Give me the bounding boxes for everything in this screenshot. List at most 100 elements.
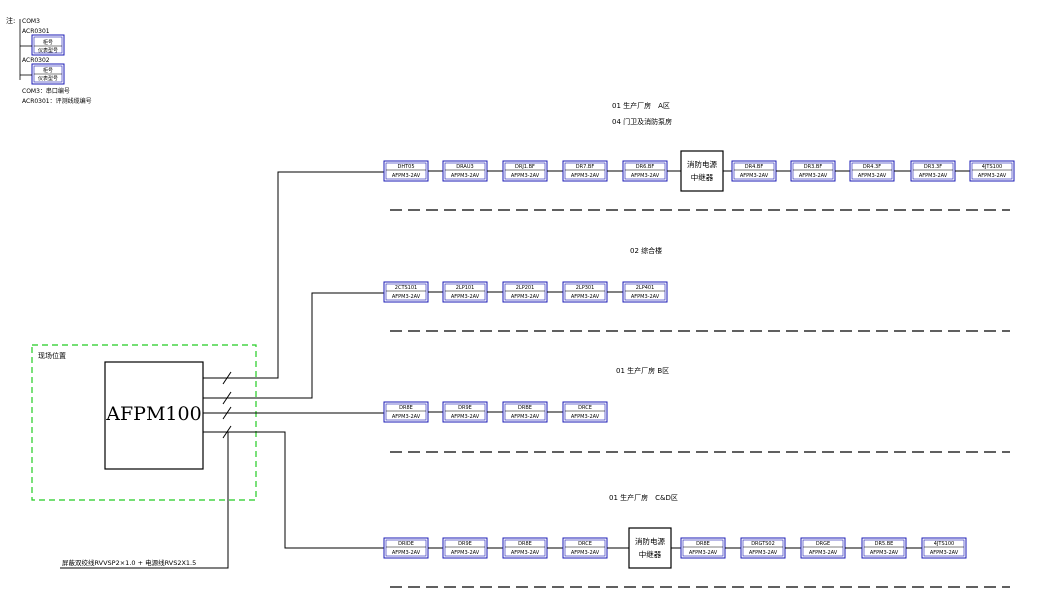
module-model-label: AFPM3-2AV [930, 550, 959, 556]
module-model-label: AFPM3-2AV [689, 550, 718, 556]
relay-label: 消防电源 [635, 536, 665, 546]
module-cabinet-label: DR8E [399, 405, 413, 411]
module-model-label: AFPM3-2AV [870, 550, 899, 556]
afpm-module[interactable]: DR8E AFPM3-2AV [383, 401, 429, 423]
afpm-module[interactable]: DRCE AFPM3-2AV [562, 401, 608, 423]
module-model-label: AFPM3-2AV [571, 173, 600, 179]
module-model-label: AFPM3-2AV [858, 173, 887, 179]
legend-entry-code: ACR0302 [22, 57, 50, 64]
legend-module-box: 柜号 仪表型号 [31, 63, 65, 85]
module-cabinet-label: DRAU3 [456, 164, 473, 170]
site-label: 现场位置 [38, 351, 66, 360]
afpm-module[interactable]: DR9E AFPM3-2AV [442, 537, 488, 559]
afpm-module[interactable]: DR4.3F AFPM3-2AV [849, 160, 895, 182]
module-cabinet-label: DRJ1.BF [515, 164, 535, 170]
module-model-label: AFPM3-2AV [978, 173, 1007, 179]
legend-entry-code: ACR0301 [22, 28, 50, 35]
legend-box-top: 柜号 [43, 39, 53, 46]
module-cabinet-label: DRGE [816, 541, 830, 547]
module-model-label: AFPM3-2AV [631, 173, 660, 179]
afpm-module[interactable]: DR5.BE AFPM3-2AV [861, 537, 907, 559]
module-cabinet-label: 2LP201 [516, 285, 535, 291]
module-cabinet-label: 2LP101 [456, 285, 475, 291]
zone-title: 04 门卫及消防泵房 [612, 117, 672, 126]
main-device-box[interactable] [104, 361, 204, 470]
module-model-label: AFPM3-2AV [392, 414, 421, 420]
module-cabinet-label: DRBE [518, 405, 532, 411]
zone-separators [390, 209, 1010, 588]
module-cabinet-label: 4JTS100 [934, 541, 954, 547]
fire-power-relay[interactable] [680, 150, 724, 192]
module-model-label: AFPM3-2AV [511, 414, 540, 420]
module-model-label: AFPM3-2AV [511, 173, 540, 179]
main-device-label: AFPM100 [105, 403, 201, 425]
zone-title: 01 生产厂房 B区 [616, 366, 669, 375]
afpm-module[interactable]: DR6.BF AFPM3-2AV [622, 160, 668, 182]
module-model-label: AFPM3-2AV [571, 414, 600, 420]
module-model-label: AFPM3-2AV [451, 414, 480, 420]
afpm-module[interactable]: DR4.BF AFPM3-2AV [731, 160, 777, 182]
relay-label: 中继器 [691, 172, 714, 182]
afpm-module[interactable]: DR8E AFPM3-2AV [680, 537, 726, 559]
module-model-label: AFPM3-2AV [451, 550, 480, 556]
fire-power-relay[interactable] [628, 527, 672, 569]
module-cabinet-label: DRGTS02 [751, 541, 775, 547]
module-cabinet-label: DHT05 [397, 164, 414, 170]
relay-label: 消防电源 [687, 159, 717, 169]
module-model-label: AFPM3-2AV [392, 173, 421, 179]
module-cabinet-label: DR3.3F [924, 164, 942, 170]
module-model-label: AFPM3-2AV [799, 173, 828, 179]
module-cabinet-label: 4JTS100 [982, 164, 1002, 170]
module-cabinet-label: DRCE [578, 405, 592, 411]
legend-box-top: 柜号 [43, 67, 53, 74]
module-model-label: AFPM3-2AV [749, 550, 778, 556]
zone-title: 02 综合楼 [630, 246, 662, 255]
cable-spec-label: 屏蔽双绞线RVVSP2×1.0 + 电源线RVS2X1.5 [62, 558, 196, 567]
legend-box-bottom: 仪表型号 [38, 75, 58, 82]
legend-explain-port: COM3：串口编号 [22, 87, 70, 95]
module-cabinet-label: DR8E [696, 541, 710, 547]
module-cabinet-label: DRCE [578, 541, 592, 547]
bus-wiring [60, 171, 387, 569]
relay-label: 中继器 [639, 549, 662, 559]
module-model-label: AFPM3-2AV [571, 550, 600, 556]
legend-port-tag: COM3 [22, 18, 40, 25]
module-cabinet-label: DR4.BF [745, 164, 764, 170]
legend-box-bottom: 仪表型号 [38, 47, 58, 54]
module-model-label: AFPM3-2AV [392, 550, 421, 556]
afpm-module[interactable]: DRBE AFPM3-2AV [502, 401, 548, 423]
zone-title: 01 生产厂房 A区 [612, 101, 670, 110]
module-cabinet-label: DR9E [458, 541, 472, 547]
module-model-label: AFPM3-2AV [511, 294, 540, 300]
module-cabinet-label: DR8E [518, 541, 532, 547]
module-model-label: AFPM3-2AV [392, 294, 421, 300]
module-cabinet-label: DR5.BE [875, 541, 894, 547]
cable-tick-marks [222, 371, 232, 439]
module-model-label: AFPM3-2AV [740, 173, 769, 179]
module-cabinet-label: DR6.BF [636, 164, 655, 170]
module-cabinet-label: DR4.3F [863, 164, 881, 170]
module-model-label: AFPM3-2AV [451, 173, 480, 179]
afpm-module[interactable]: DRJ1.BF AFPM3-2AV [502, 160, 548, 182]
afpm-module[interactable]: DRCE AFPM3-2AV [562, 537, 608, 559]
legend-module-box: 柜号 仪表型号 [31, 34, 65, 56]
